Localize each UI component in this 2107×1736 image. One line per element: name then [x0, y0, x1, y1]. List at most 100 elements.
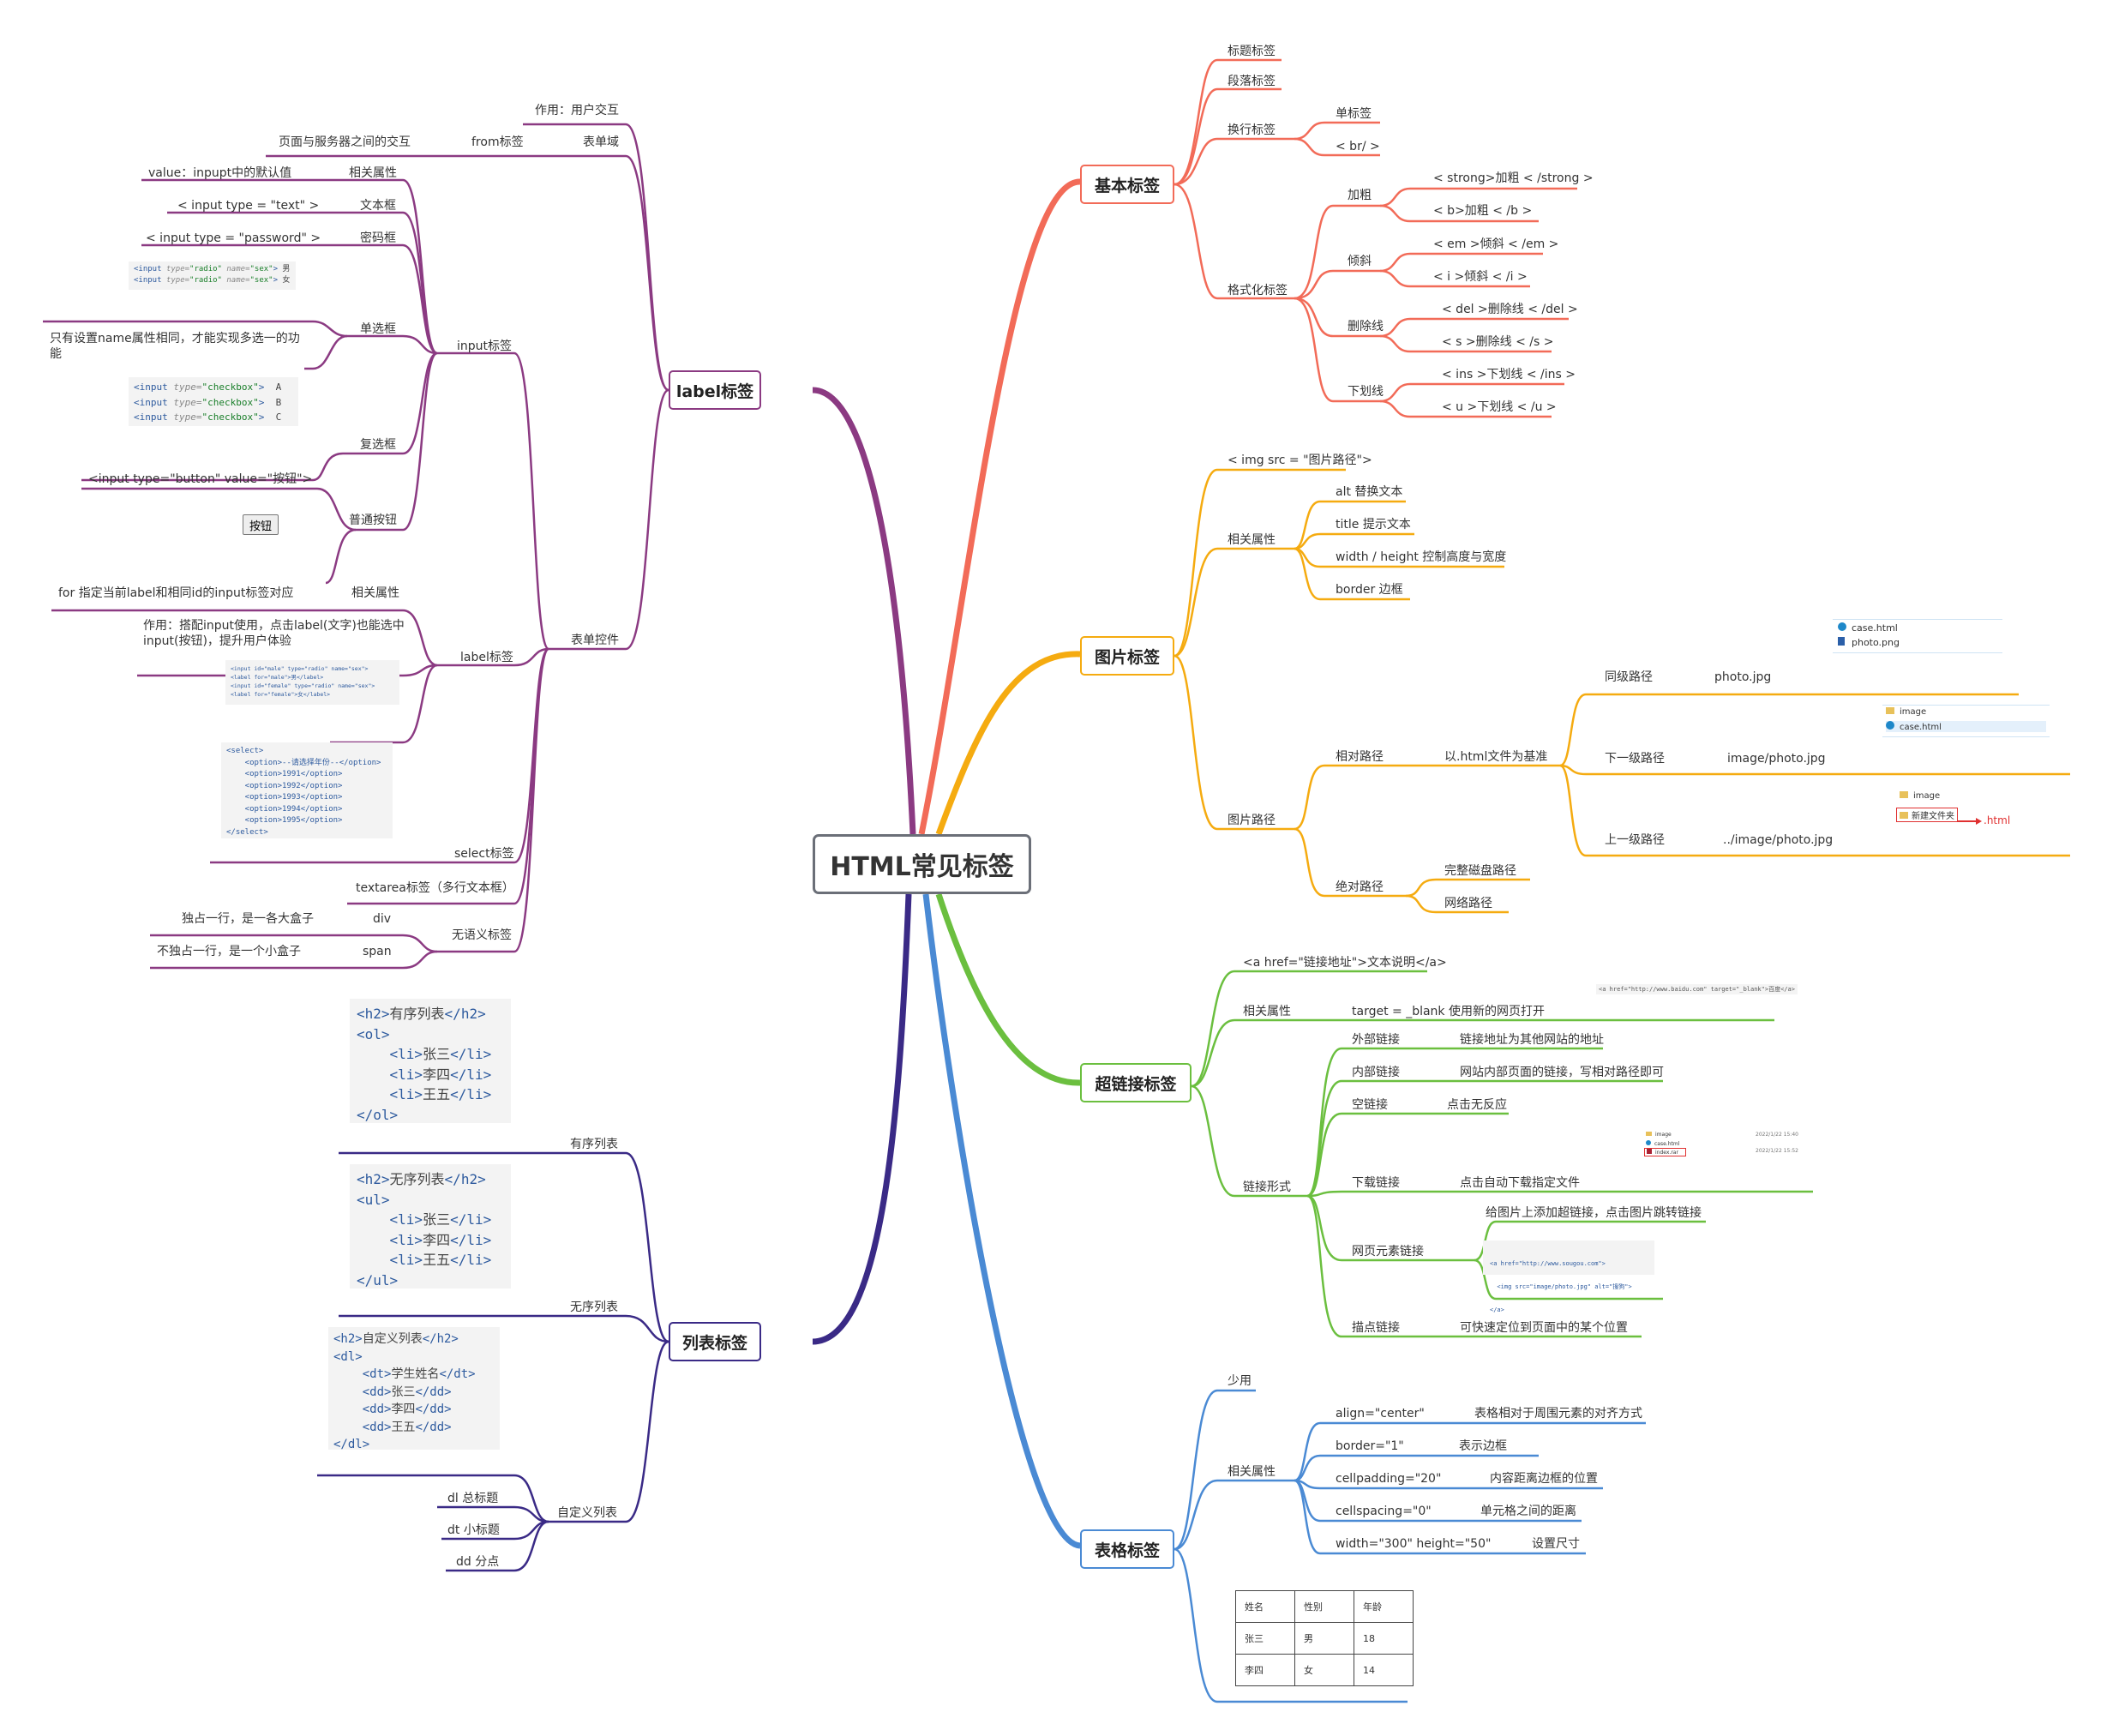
node-bold[interactable]: 加粗	[1348, 189, 1372, 202]
node-linebreak-tag[interactable]: 换行标签	[1228, 123, 1276, 137]
node-form-domain[interactable]: 表单域	[583, 135, 619, 149]
node-div[interactable]: div	[373, 912, 392, 926]
node-table-attrs[interactable]: 相关属性	[1228, 1465, 1276, 1479]
node-download-link[interactable]: 下载链接	[1352, 1176, 1400, 1190]
node-input-attrs[interactable]: 相关属性	[349, 166, 397, 180]
node-single-tag[interactable]: 单标签	[1336, 107, 1372, 121]
node-same-level[interactable]: 同级路径	[1605, 670, 1653, 684]
node-input-value[interactable]: value：inpupt中的默认值	[148, 166, 292, 180]
node-textarea-tag[interactable]: textarea标签（多行文本框）	[356, 881, 514, 895]
node-span[interactable]: span	[363, 945, 392, 958]
node-label-use[interactable]: 作用：搭配input使用，点击label(文字)也能选中	[143, 619, 405, 633]
node-border[interactable]: border 边框	[1336, 583, 1403, 597]
node-dt[interactable]: dt 小标题	[447, 1523, 500, 1537]
node-strikethrough[interactable]: 删除线	[1348, 320, 1384, 333]
node-ordered-list[interactable]: 有序列表	[570, 1138, 618, 1151]
node-definition-list[interactable]: 自定义列表	[557, 1506, 617, 1520]
node-strong[interactable]: < strong>加粗 < /strong >	[1433, 171, 1594, 185]
root-node[interactable]: HTML常见标签	[813, 834, 1031, 894]
node-password-value[interactable]: < input type = "password" >	[146, 231, 321, 245]
node-normal-button[interactable]: 普通按钮	[349, 514, 397, 527]
node-password-box[interactable]: 密码框	[360, 231, 396, 245]
node-element-link[interactable]: 网页元素链接	[1352, 1245, 1424, 1258]
node-from-tag[interactable]: from标签	[471, 135, 524, 149]
node-div-desc[interactable]: 独占一行，是一各大盒子	[182, 912, 314, 926]
node-network-path[interactable]: 网络路径	[1444, 897, 1492, 910]
node-parent-level[interactable]: 上一级路径	[1605, 833, 1665, 847]
node-image-path[interactable]: 图片路径	[1228, 814, 1276, 827]
node-border-desc[interactable]: 表示边框	[1459, 1439, 1507, 1453]
node-relative-path[interactable]: 相对路径	[1336, 750, 1384, 764]
node-size[interactable]: width="300" height="50"	[1336, 1537, 1492, 1551]
node-label-tag[interactable]: label标签	[460, 651, 513, 664]
node-radio[interactable]: 单选框	[360, 322, 396, 336]
node-underline[interactable]: 下划线	[1348, 385, 1384, 399]
node-text-box[interactable]: 文本框	[360, 199, 396, 213]
node-rarely-used[interactable]: 少用	[1228, 1374, 1252, 1388]
node-border-attr[interactable]: border="1"	[1336, 1439, 1404, 1453]
category-form-tags[interactable]: label标签	[669, 370, 761, 410]
node-title-tag[interactable]: 标题标签	[1228, 45, 1276, 58]
node-text-value[interactable]: < input type = "text" >	[177, 199, 320, 213]
node-image-attrs[interactable]: 相关属性	[1228, 533, 1276, 547]
node-sub-value[interactable]: image/photo.jpg	[1727, 752, 1826, 766]
category-link-tags[interactable]: 超链接标签	[1080, 1063, 1192, 1102]
node-cellpadding[interactable]: cellpadding="20"	[1336, 1472, 1442, 1486]
node-checkbox[interactable]: 复选框	[360, 438, 396, 452]
node-dl[interactable]: dl 总标题	[447, 1492, 499, 1505]
node-server-interaction[interactable]: 页面与服务器之间的交互	[279, 135, 411, 149]
node-link-attrs[interactable]: 相关属性	[1243, 1005, 1291, 1018]
node-absolute-path[interactable]: 绝对路径	[1336, 880, 1384, 894]
node-form-controls[interactable]: 表单控件	[571, 634, 619, 647]
node-span-desc[interactable]: 不独占一行，是一个小盒子	[157, 945, 301, 958]
node-img-src[interactable]: < img src = "图片路径">	[1228, 454, 1372, 467]
node-italic[interactable]: 倾斜	[1348, 255, 1372, 268]
node-user-interaction[interactable]: 作用：用户交互	[535, 104, 619, 117]
node-button-value[interactable]: <input type="button" value="按钮">	[88, 472, 313, 486]
node-disk-path[interactable]: 完整磁盘路径	[1444, 864, 1516, 878]
node-element-desc[interactable]: 给图片上添加超链接，点击图片跳转链接	[1486, 1206, 1702, 1220]
node-align-desc[interactable]: 表格相对于周围元素的对齐方式	[1474, 1407, 1642, 1421]
node-align[interactable]: align="center"	[1336, 1407, 1425, 1421]
node-alt[interactable]: alt 替换文本	[1336, 485, 1403, 499]
node-i[interactable]: < i >倾斜 < /i >	[1433, 270, 1528, 284]
node-title-attr[interactable]: title 提示文本	[1336, 518, 1411, 532]
node-label-use-2[interactable]: input(按钮)，提升用户体验	[143, 634, 291, 648]
node-target-blank[interactable]: target = _blank 使用新的网页打开	[1352, 1005, 1545, 1018]
node-ins[interactable]: < ins >下划线 < /ins >	[1442, 368, 1576, 381]
node-size-desc[interactable]: 设置尺寸	[1532, 1537, 1580, 1551]
node-empty-desc[interactable]: 点击无反应	[1447, 1098, 1507, 1112]
node-unordered-list[interactable]: 无序列表	[570, 1300, 618, 1314]
node-em[interactable]: < em >倾斜 < /em >	[1433, 237, 1559, 251]
node-parent-value[interactable]: ../image/photo.jpg	[1723, 833, 1834, 847]
node-label-attrs[interactable]: 相关属性	[351, 586, 399, 600]
node-link-forms[interactable]: 链接形式	[1243, 1180, 1291, 1194]
node-internal-link[interactable]: 内部链接	[1352, 1066, 1400, 1079]
node-semantic-less[interactable]: 无语义标签	[452, 928, 512, 942]
sample-button[interactable]: 按钮	[243, 514, 279, 535]
node-sub-level[interactable]: 下一级路径	[1605, 752, 1665, 766]
node-width-height[interactable]: width / height 控制高度与宽度	[1336, 550, 1507, 564]
node-cellpadding-desc[interactable]: 内容距离边框的位置	[1490, 1472, 1598, 1486]
node-external-desc[interactable]: 链接地址为其他网站的地址	[1460, 1033, 1604, 1047]
node-empty-link[interactable]: 空链接	[1352, 1098, 1388, 1112]
node-input-tag[interactable]: input标签	[457, 339, 513, 353]
node-for-note[interactable]: for 指定当前label和相同id的input标签对应	[58, 586, 294, 600]
node-internal-desc[interactable]: 网站内部页面的链接，写相对路径即可	[1460, 1066, 1664, 1079]
node-cellspacing[interactable]: cellspacing="0"	[1336, 1505, 1432, 1518]
node-cellspacing-desc[interactable]: 单元格之间的距离	[1480, 1505, 1576, 1518]
node-b[interactable]: < b>加粗 < /b >	[1433, 204, 1533, 218]
node-del[interactable]: < del >删除线 < /del >	[1442, 303, 1578, 316]
node-download-desc[interactable]: 点击自动下载指定文件	[1460, 1176, 1580, 1190]
node-external-link[interactable]: 外部链接	[1352, 1033, 1400, 1047]
node-dd[interactable]: dd 分点	[456, 1555, 500, 1569]
node-paragraph-tag[interactable]: 段落标签	[1228, 75, 1276, 88]
category-table-tags[interactable]: 表格标签	[1080, 1529, 1174, 1569]
category-image-tags[interactable]: 图片标签	[1080, 636, 1174, 676]
node-format-tag[interactable]: 格式化标签	[1228, 284, 1288, 297]
node-s[interactable]: < s >删除线 < /s >	[1442, 335, 1554, 349]
node-select-tag[interactable]: select标签	[454, 847, 514, 861]
node-html-base[interactable]: 以.html文件为基准	[1444, 750, 1548, 764]
category-basic-tags[interactable]: 基本标签	[1080, 165, 1174, 204]
node-radio-note[interactable]: 只有设置name属性相同，才能实现多选一的功能	[50, 332, 300, 361]
